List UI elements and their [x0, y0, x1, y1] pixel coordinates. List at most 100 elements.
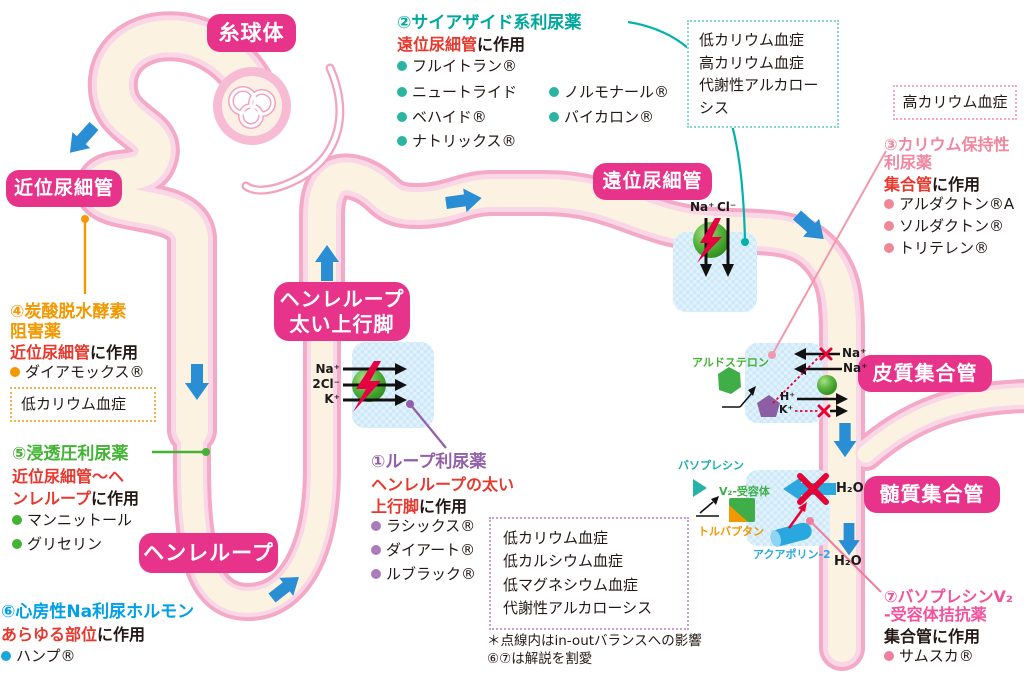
- glomerulus-graphic: [213, 63, 345, 195]
- v2-action: 集合管に作用: [884, 627, 981, 646]
- aldosterone-label: アルドステロン: [692, 356, 769, 369]
- drug-bullet-icon: [12, 538, 22, 549]
- drug-item: ソルダクトン®: [884, 215, 1004, 236]
- blocked-x-icons: [817, 347, 833, 418]
- drug-item: アルダクトン®A: [884, 193, 1014, 214]
- v2-receptor-label: V₂-受容体: [719, 485, 770, 498]
- anp-title: ⑥心房性Na利尿ホルモン: [1, 602, 195, 622]
- ion-na: Na⁺: [842, 346, 867, 360]
- label-henle-loop: ヘンレループ: [139, 533, 278, 573]
- vasopressin-icon: [693, 479, 707, 497]
- drug-item: ハンプ®: [1, 645, 76, 666]
- blocked-x-big-icon: [797, 473, 829, 505]
- block-lightning-icon: [353, 361, 381, 412]
- ion-h: H⁺: [780, 390, 796, 403]
- label-distal-tubule: 遠位尿細管: [593, 163, 712, 200]
- drug-item: ルブラック®: [371, 563, 476, 584]
- carbonic-title-line1: ④炭酸脱水酵素: [10, 302, 127, 322]
- drug-bullet-icon: [1, 650, 11, 661]
- drug-item: ダイアート®: [371, 539, 475, 560]
- drug-item: サムスカ®: [884, 645, 974, 666]
- drug-bullet-icon: [10, 366, 20, 377]
- cortical-cell-contents: [718, 347, 848, 418]
- drug-item: ダイアモックス®: [10, 361, 145, 382]
- label-cortical-duct: 皮質集合管: [858, 355, 992, 392]
- carbonic-action: 近位尿細管に作用: [10, 343, 139, 362]
- loop-title: ①ループ利尿薬: [371, 452, 487, 472]
- drug-bullet-icon: [397, 86, 407, 97]
- drug-item: バイカロン®: [549, 106, 654, 127]
- ion-k: K⁺: [779, 403, 794, 416]
- ksparing-title-line1: ③カリウム保持性: [884, 135, 1010, 154]
- label-proximal-tubule: 近位尿細管: [6, 170, 122, 207]
- label-medullary-duct: 髄質集合管: [864, 476, 1000, 513]
- in-out-dotted-lines: [772, 354, 822, 412]
- drug-item: フルイトラン®: [397, 55, 517, 76]
- ion-na: Na⁺: [690, 200, 715, 214]
- h2o-label: H₂O: [834, 554, 862, 569]
- carbonic-title-line2: 阻害薬: [10, 322, 61, 342]
- drug-bullet-icon: [549, 86, 559, 97]
- drug-bullet-icon: [549, 111, 559, 122]
- drug-item: ノルモナール®: [549, 81, 669, 102]
- leader-lines: [81, 20, 887, 593]
- tolvaptan-label: トルバプタン: [698, 525, 764, 538]
- ncc-transporter-box: [673, 232, 757, 312]
- footnote-line2: ⑥⑦は解説を割愛: [487, 651, 593, 667]
- aldosterone-icon: [718, 367, 741, 394]
- drug-item: トリテレン®: [884, 237, 989, 258]
- anp-action: あらゆる部位に作用: [1, 625, 146, 644]
- ksparing-action: 集合管に作用: [884, 175, 981, 194]
- nkcc2-contents: [343, 361, 407, 412]
- drug-item: ラシックス®: [371, 515, 475, 536]
- drug-bullet-icon: [397, 135, 407, 146]
- vasopressin-label: バソプレシン: [678, 459, 744, 472]
- receptor-icon: [757, 395, 780, 417]
- drug-bullet-icon: [884, 242, 894, 253]
- h2o-label: H₂O: [836, 481, 864, 496]
- aquaporin-icon: [770, 522, 812, 547]
- drug-bullet-icon: [397, 60, 407, 71]
- drug-item: ニュートライド: [397, 81, 517, 102]
- osmotic-target-line2: ンレループに作用: [12, 489, 140, 508]
- thiazide-title: ②サイアザイド系利尿薬: [397, 13, 582, 33]
- tolvaptan-icon: [729, 505, 748, 522]
- label-henle-thick-ascending: ヘンレループ 太い上行脚: [274, 282, 410, 341]
- thiazide-side-effects-box: 低カリウム血症 高カリウム血症 代謝性アルカローシス: [687, 20, 839, 128]
- drug-bullet-icon: [397, 111, 407, 122]
- loop-target-line2: 上行脚に作用: [371, 497, 468, 516]
- thiazide-action: 遠位尿細管に作用: [397, 35, 526, 54]
- drug-bullet-icon: [884, 220, 894, 231]
- block-lightning-icon: [697, 218, 722, 263]
- aquaporin-label: アクアポリン-2: [753, 548, 831, 561]
- drug-bullet-icon: [371, 568, 381, 579]
- ion-na: Na⁺: [843, 361, 868, 375]
- label-glomerulus: 糸球体: [207, 14, 296, 52]
- ion-2cl: 2Cl⁻: [312, 377, 340, 391]
- medullary-cell-contents: [693, 473, 836, 547]
- ion-k: K⁺: [324, 392, 340, 406]
- drug-bullet-icon: [371, 520, 381, 531]
- osmotic-title: ⑤浸透圧利尿薬: [12, 444, 129, 464]
- v2-title-line1: ⑦バソプレシンV₂: [884, 587, 1013, 606]
- drug-item: グリセリン: [12, 533, 102, 554]
- drug-bullet-icon: [884, 198, 894, 209]
- v2-title-line2: -受容体拮抗薬: [884, 605, 987, 624]
- drug-item: ナトリックス®: [397, 130, 517, 151]
- nephron-tube: [74, 11, 1024, 671]
- loop-target-line1: ヘンレループの太い: [371, 475, 515, 494]
- drug-bullet-icon: [884, 650, 894, 661]
- ion-cl: Cl⁻: [717, 200, 737, 214]
- drug-bullet-icon: [371, 544, 381, 555]
- footnote-line1: ＊点線内はin-outバランスへの影響: [487, 633, 702, 649]
- loop-side-effects-box: 低カリウム血症 低カルシウム血症 低マグネシウム血症 代謝性アルカローシス: [489, 517, 689, 630]
- drug-item: ベハイド®: [397, 106, 487, 127]
- carbonic-side-effect-box: 低カリウム血症: [10, 387, 156, 422]
- drug-bullet-icon: [12, 514, 22, 525]
- ksparing-side-effect-box: 高カリウム血症: [893, 85, 1017, 120]
- ion-na: Na⁺: [315, 362, 340, 376]
- ksparing-title-line2: 利尿薬: [884, 153, 933, 172]
- ncc-contents: [693, 218, 734, 277]
